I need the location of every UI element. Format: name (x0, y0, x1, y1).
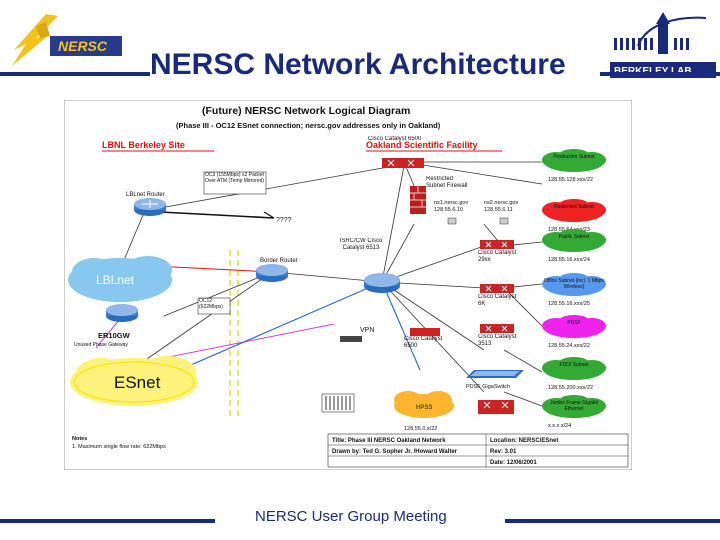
titleblock-drawn-by: Drawn by: Ted G. Sopher Jr. /Howard Walt… (332, 449, 458, 455)
drawing-title-block (327, 433, 629, 468)
vpn-label: VPN (360, 327, 374, 334)
pdsf-gigaswitch (466, 370, 524, 378)
er10gw-note: Unused Phase Gateway (74, 342, 128, 348)
cisco-6500-label: Cisco Catalyst 6500 (404, 336, 443, 349)
hpss-cloud (394, 391, 454, 418)
subnet-layer: Production Subnet 128.55.128.xxx/22Restri… (542, 149, 606, 429)
diagram-subheading: (Phase III - OC12 ESnet connection; ners… (176, 121, 441, 130)
cisco-top-label: Cisco Catalyst 6500 (368, 136, 422, 142)
subnet-addr: 128.55.16.xxx/24 (548, 257, 590, 263)
subnet-name: Production Subnet (553, 154, 595, 160)
subnet-3: Office Subnet (incl. 1 Mbps Wireless) 128… (542, 273, 606, 307)
header-rule-left (0, 72, 150, 76)
pdsf-gigaswitch-label: PDSF GigaSwitch (466, 384, 510, 390)
er10gw-label: ER10GW (98, 331, 131, 340)
diagram-heading: (Future) NERSC Network Logical Diagram (202, 105, 410, 117)
core-router (364, 273, 400, 293)
footer-rule-left (0, 519, 215, 523)
slide-footer: NERSC User Group Meeting (255, 508, 447, 525)
er10gw-router (106, 304, 138, 322)
subnet-name: Jumbo Frame Gigabit Ethernet (549, 400, 599, 412)
tape-library-icon (321, 393, 355, 413)
lbnet-router-label: LBLnet Router (126, 192, 165, 198)
cisco-29xx-switch (480, 240, 514, 249)
subnet-name: PDSF (567, 320, 581, 326)
site-left-label: LBNL Berkeley Site (102, 140, 185, 150)
subnet-addr: x.x.x.x/24 (548, 423, 571, 429)
unknown-link-label: ???? (276, 217, 292, 224)
server-icon (447, 217, 509, 225)
header-rule-right (600, 72, 720, 76)
lbnet-router (134, 198, 166, 216)
lab-logo-text: BERKELEY LAB (614, 66, 692, 77)
subnet-addr: 128.55.16.xxx/25 (548, 301, 590, 307)
nersc-logo-text: NERSC (58, 38, 108, 54)
jumbo-switch (478, 400, 514, 414)
hpss-addr: 128.55.0.x/22 (404, 426, 437, 432)
notes-line: 1. Maximum single flow rate: 622Mbps (72, 444, 166, 450)
subnet-2: Public Subnet 128.55.16.xxx/24 (542, 229, 606, 263)
cisco-6500-switch (410, 328, 440, 336)
lblnet-cloud-label: LBLnet (96, 273, 135, 287)
network-diagram: (Future) NERSC Network Logical Diagram (… (64, 100, 632, 470)
subnet-5: FDDI Subnet 128.55.200.xxx/22 (542, 357, 606, 391)
core-router-label: ISRC/CW Cisco Catalyst 6513 (339, 238, 383, 251)
cisco-29xx-label: Cisco Catalyst 29xx (478, 250, 517, 263)
oc3-note: OC3 (155Mbps) x2 Packet Over ATM (Temp M… (205, 172, 265, 184)
nersc-logo: NERSC (12, 14, 122, 66)
subnet-0: Production Subnet 128.55.128.xxx/22 (542, 149, 606, 183)
firewall-label: Restricted Subnet Firewall (426, 176, 468, 189)
titleblock-date: Date: 12/06/2001 (490, 460, 537, 466)
subnet-name: Restricted Subnet (554, 204, 594, 210)
cisco-mid-label: Cisco Catalyst 6K (478, 294, 517, 307)
cisco-top-switch (382, 158, 424, 168)
esnet-cloud (70, 356, 198, 406)
subnet-name: Public Subnet (558, 234, 590, 240)
firewall-icon (410, 186, 426, 214)
titleblock-location: Location: NERSC/ESnet (490, 438, 558, 444)
titleblock-title: Title: Phase III NERSC Oakland Network (332, 438, 446, 444)
slide-title: NERSC Network Architecture (150, 48, 566, 81)
footer-rule-right (505, 519, 720, 523)
cisco-3513-label: Cisco Catalyst 3513 (478, 334, 517, 347)
notes-heading: Notes (72, 436, 87, 442)
hpss-label: HPSS (416, 405, 432, 411)
border-router-label: Border Router (260, 258, 298, 264)
campanile-icon (614, 12, 689, 54)
nersc-badge (50, 36, 122, 56)
esnet-cloud-label: ESnet (114, 373, 161, 392)
subnet-addr: 128.55.128.xxx/22 (548, 177, 593, 183)
ns2-label: ns2.nersc.gov 128.55.6.11 (484, 200, 519, 213)
ns1-label: ns1.nersc.gov 128.55.6.10 (434, 200, 469, 213)
border-router (256, 264, 288, 282)
subnet-addr: 128.55.24.xxx/22 (548, 343, 590, 349)
site-right-label: Oakland Scientific Facility (366, 140, 478, 150)
subnet-addr: 128.55.200.xxx/22 (548, 385, 593, 391)
cisco-3513-switch (480, 324, 514, 333)
titleblock-rev: Rev: 3.01 (490, 449, 517, 455)
subnet-6: Jumbo Frame Gigabit Ethernet x.x.x.x/24 (542, 395, 606, 429)
subnet-name: Office Subnet (incl. 1 Mbps Wireless) (544, 278, 604, 290)
vpn-device-icon (340, 336, 362, 342)
subnet-4: PDSF 128.55.24.xxx/22 (542, 315, 606, 349)
lblnet-cloud (68, 256, 172, 302)
subnet-name: FDDI Subnet (559, 362, 589, 368)
cisco-mid-switch (480, 284, 514, 293)
oc12-note: OC12 (622Mbps) (199, 298, 223, 310)
